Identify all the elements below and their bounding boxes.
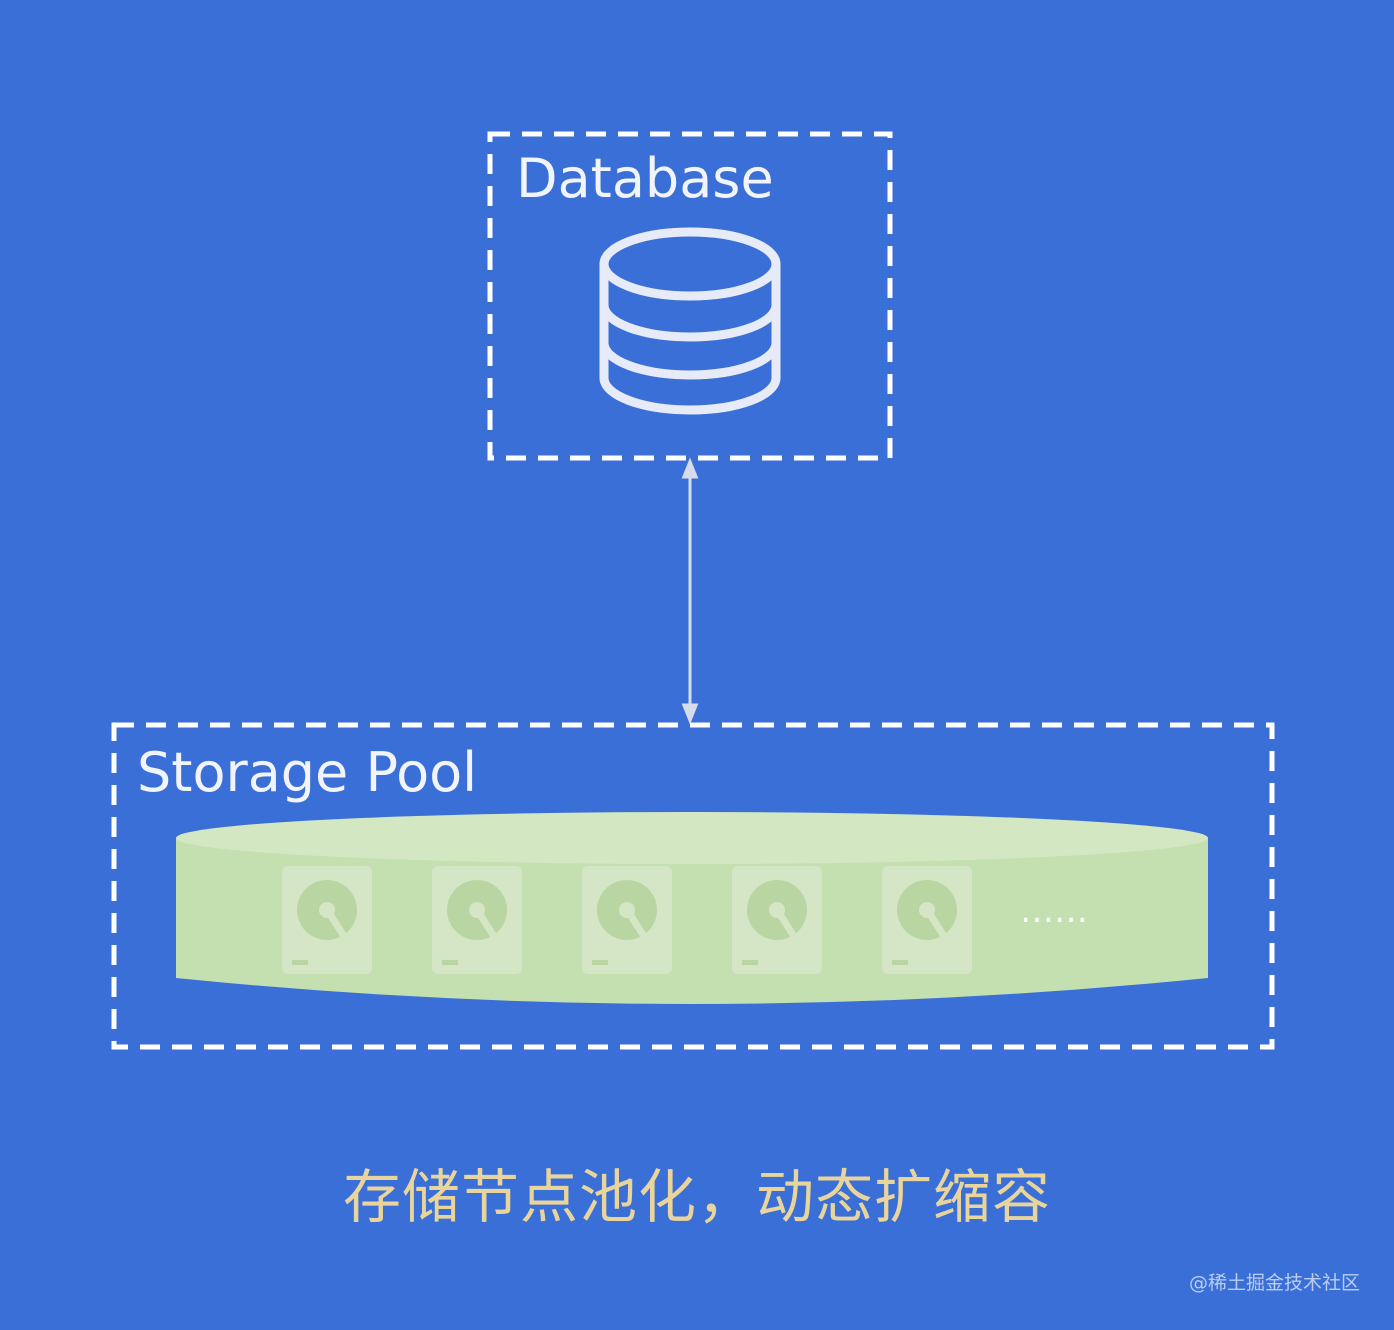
database-box [487,131,893,461]
database-label: Database [516,147,774,210]
storage-pool-label: Storage Pool [137,741,478,804]
disk-icon [732,866,822,974]
storage-pool-box [111,722,1275,1050]
disk-row [282,866,972,974]
disk-icon [432,866,522,974]
disk-icon [582,866,672,974]
disk-icon [282,866,372,974]
pool-ellipsis: …… [1020,891,1088,931]
caption: 存储节点池化，动态扩缩容 [342,1163,1051,1231]
database-icon [599,227,781,415]
disk-icon [882,866,972,974]
watermark: @稀土掘金技术社区 [1188,1272,1360,1294]
